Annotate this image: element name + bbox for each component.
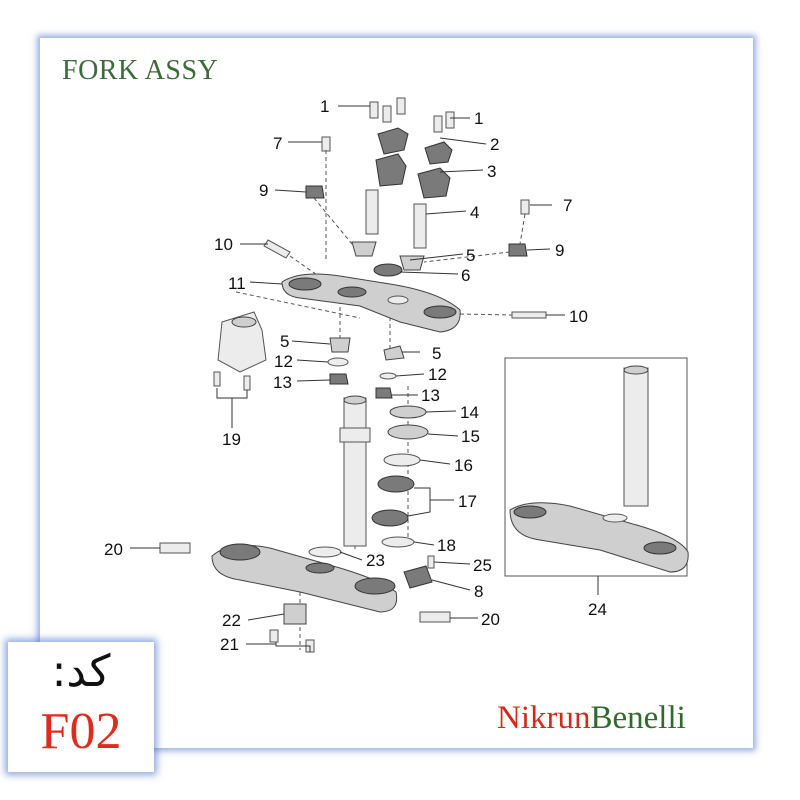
side-bracket [213,311,267,391]
callout-label: 7 [563,196,572,215]
callout-label: 4 [470,203,479,222]
callout-label: 12 [274,352,293,371]
callout-label: 5 [466,246,475,265]
callout-label: 3 [487,162,496,181]
callout-label: 20 [481,610,500,629]
part-code-box: کد: F02 [8,642,154,772]
callout-label: 9 [555,241,564,260]
callout-label: 13 [421,386,440,405]
steering-stem [308,395,371,558]
hose-clamp [403,555,435,589]
inset-assembly [504,357,689,577]
callout-label: 24 [588,600,607,619]
callout-label: 1 [474,109,483,128]
callout-label: 16 [454,456,473,475]
callout-label: 2 [490,135,499,154]
callout-label: 22 [222,611,241,630]
handlebar-bolts-right [433,111,455,133]
callout-label: 25 [473,556,492,575]
callout-label: 20 [104,540,123,559]
bottom-bracket [269,603,315,653]
callout-label: 7 [273,134,282,153]
callout-label: 21 [220,635,239,654]
lower-triple-clamp [159,542,451,623]
bearing-stack [371,405,429,548]
callout-label: 18 [437,536,456,555]
callout-label: 6 [461,266,470,285]
brand-part-1: Nikrun [497,700,591,736]
callout-label: 10 [569,307,588,326]
callout-label: 11 [228,274,246,293]
callout-label: 1 [320,97,329,116]
callout-label: 5 [432,344,441,363]
leader-lines [130,105,599,652]
callout-label: 10 [214,235,233,254]
callout-label: 23 [366,551,385,570]
part-code-label: کد: [51,646,111,697]
callout-label: 9 [259,181,268,200]
callout-labels: 1 1 2 3 4 5 6 7 7 9 9 10 10 11 5 5 12 12… [104,97,607,654]
callout-label: 15 [461,427,480,446]
callout-label: 17 [458,492,477,511]
callout-label: 19 [222,430,241,449]
upper-clamps [375,127,453,199]
brand-part-2: Benelli [590,700,686,736]
riser-bushings [351,241,425,277]
callout-label: 5 [280,332,289,351]
mid-bushings-washers [327,337,405,399]
callout-label: 12 [428,365,447,384]
brand-watermark: NikrunBenelli [497,700,686,737]
callout-label: 13 [273,373,292,392]
diagram-title: FORK ASSY [62,55,219,86]
riser-posts [365,189,427,249]
upper-triple-clamp [281,273,461,333]
callout-label: 14 [460,403,479,422]
handlebar-bolts-left [369,97,406,123]
small-bolts-nuts [263,136,547,319]
part-code-value: F02 [40,703,122,760]
callout-label: 8 [474,582,483,601]
